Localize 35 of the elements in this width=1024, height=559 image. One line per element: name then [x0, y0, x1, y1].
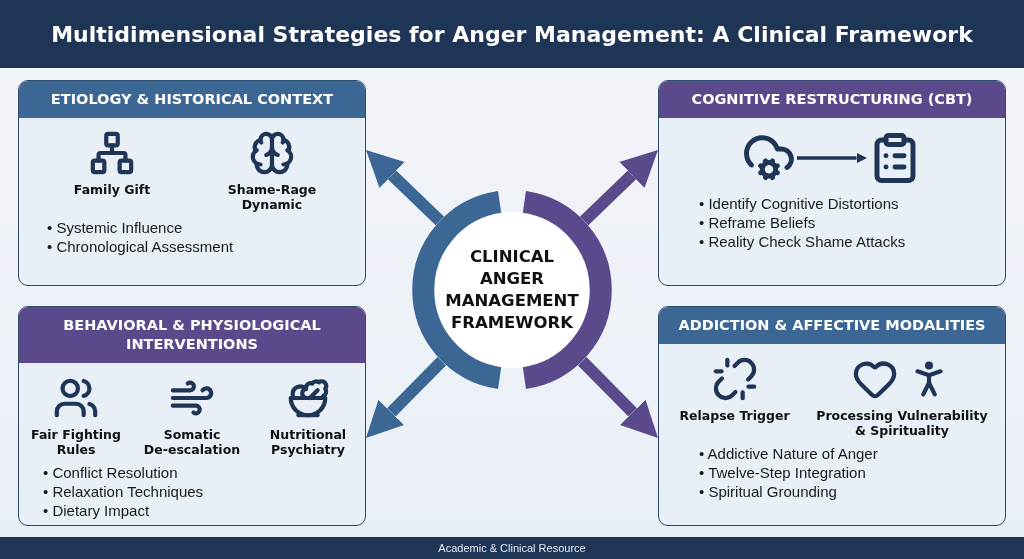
center-circle: [412, 190, 612, 390]
icon-caption: Somatic De-escalation: [142, 427, 242, 457]
footer-text: Academic & Clinical Resource: [438, 542, 586, 554]
arrow: [366, 356, 447, 438]
icon-caption: Nutritional Psychiatry: [268, 427, 348, 457]
icon-caption: Family Gift: [73, 182, 151, 197]
panel-heading: ADDICTION & AFFECTIVE MODALITIES: [659, 307, 1005, 344]
panel-heading: BEHAVIORAL & PHYSIOLOGICAL INTERVENTIONS: [19, 307, 365, 363]
bullet-item: • Systemic Influence: [47, 218, 184, 237]
panel-card: [658, 80, 1006, 286]
panel-heading: ETIOLOGY & HISTORICAL CONTEXT: [19, 81, 365, 118]
bullet-item: • Twelve-Step Integration: [699, 463, 867, 482]
panel-heading: COGNITIVE RESTRUCTURING (CBT): [659, 81, 1005, 118]
bullet-item: • Reality Check Shame Attacks: [699, 232, 907, 251]
bullet-item: • Addictive Nature of Anger: [699, 444, 879, 463]
bullet-item: • Chronological Assessment: [47, 237, 235, 256]
title: Multidimensional Strategies for Anger Management: A Clinical Framework: [51, 21, 973, 47]
icon-caption: Fair Fighting Rules: [30, 427, 122, 457]
bullet-item: • Reframe Beliefs: [699, 213, 817, 232]
panel-card: [18, 306, 366, 526]
arrow: [580, 150, 658, 226]
bullet-item: • Identify Cognitive Distortions: [699, 194, 900, 213]
bullet-item: • Conflict Resolution: [43, 463, 179, 482]
icon-caption: Relapse Trigger: [679, 408, 790, 423]
panel-card: [18, 80, 366, 286]
bullet-item: • Spiritual Grounding: [699, 482, 838, 501]
bullet-item: • Relaxation Techniques: [43, 482, 205, 501]
icon-caption: Shame-Rage Dynamic: [226, 182, 318, 212]
panel-card: [658, 306, 1006, 526]
bullet-item: • Dietary Impact: [43, 501, 151, 520]
arrow: [366, 150, 444, 226]
arrow: [797, 152, 867, 164]
arrow: [577, 356, 658, 438]
center-title: CLINICAL ANGER MANAGEMENT FRAMEWORK: [444, 246, 580, 334]
icon-caption: Processing Vulnerability & Spirituality: [815, 408, 989, 438]
